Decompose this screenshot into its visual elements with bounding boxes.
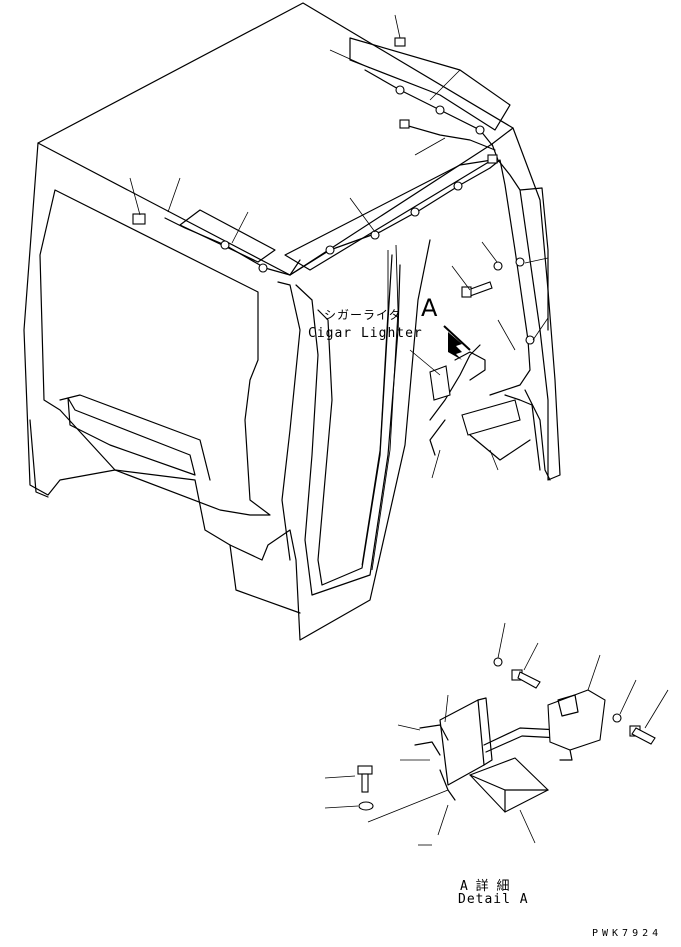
washer-icon [493,261,503,271]
connector-icon [132,213,146,225]
bolt-icon [511,669,541,689]
drawing-code: PWK7924 [592,928,663,939]
callout-cigar-lighter-jp: シガーライタ [324,308,402,322]
detail-a-view [324,622,669,846]
clamp-icon [435,105,445,115]
clamp-icon [370,230,380,240]
wiring-harness [132,37,535,421]
clamp-icon [220,240,230,250]
clamp-icon [395,85,405,95]
clamp-icon [410,207,420,217]
view-marker-label: A [421,294,438,322]
detail-caption-jp: A 詳 細 [460,879,510,894]
connector-icon [394,37,406,47]
bolt-icon [461,281,493,298]
callout-cigar-lighter-en: Cigar Lighter [308,326,423,341]
clamp-icon [475,125,485,135]
view-arrow-icon [443,325,471,360]
washer-icon [612,713,622,723]
cigar-lighter-assembly [429,351,531,461]
clamp-icon [258,263,268,273]
bolt-icon [629,725,656,745]
cab-body [23,2,561,641]
bolt-icon [357,765,373,793]
clamp-icon [453,181,463,191]
clamp-icon [525,335,535,345]
detail-caption-en: Detail A [458,892,529,907]
clamp-icon [325,245,335,255]
washer-icon [358,801,374,811]
leader-lines [129,14,549,479]
washer-icon [493,657,503,667]
clamp-icon [515,257,525,267]
connector-icon [399,119,410,129]
connector-icon [487,154,498,164]
